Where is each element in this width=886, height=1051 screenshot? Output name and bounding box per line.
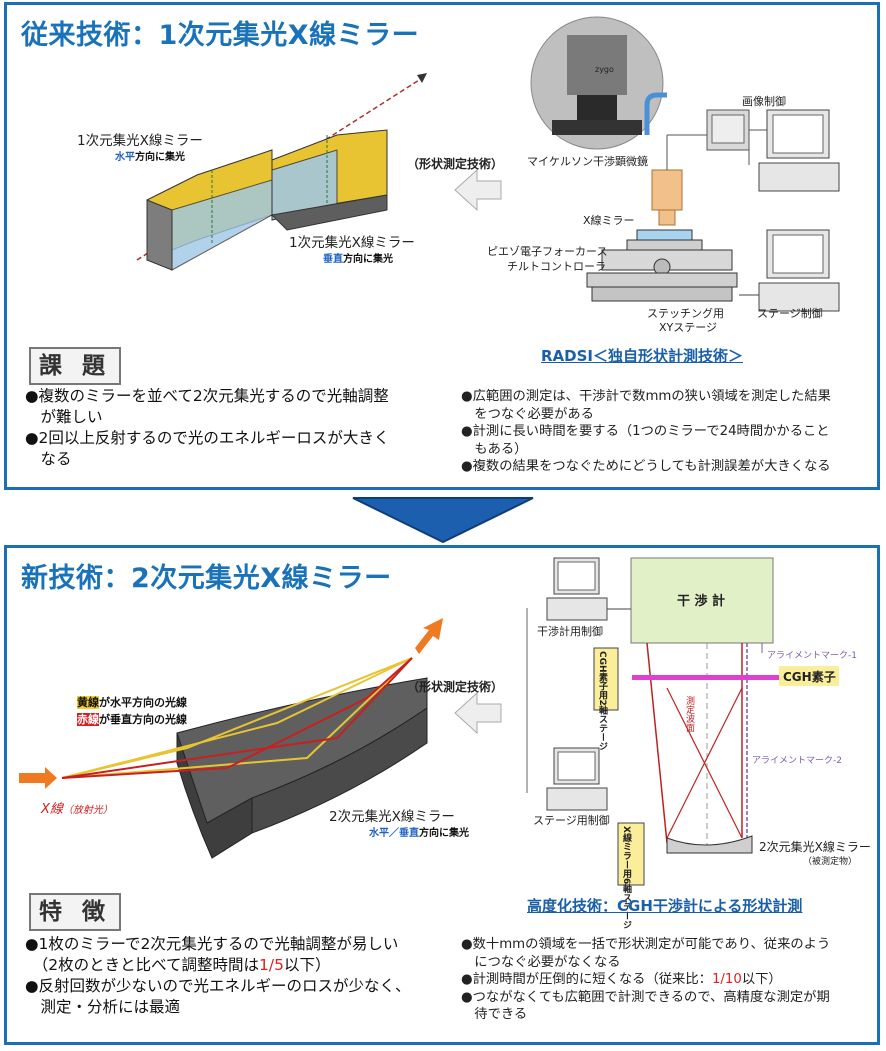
issues-list: ●複数のミラーを並べて2次元集光するので光軸調整 が難しい ●2回以上反射するの… <box>25 387 390 468</box>
panel-conventional: 従来技術：1次元集光X線ミラー <box>4 2 880 490</box>
mirror-2d-label: 2次元集光X線ミラー <box>329 809 455 825</box>
legend-yellow: 黄線が水平方向の光線 <box>77 696 187 709</box>
interferometer-control-label: 干渉計用制御 <box>537 625 603 638</box>
mirror-stage-label: X線ミラー用6軸ステージ <box>621 826 631 930</box>
pc4-body <box>546 787 608 811</box>
image-control-label: 画像制御 <box>742 95 786 108</box>
piezo-label-2: チルトコントローラ <box>507 260 606 273</box>
interferometer-box <box>630 557 774 644</box>
mirror-v-label: 1次元集光X線ミラー <box>289 235 415 251</box>
target-mirror-sub: （被測定物） <box>803 857 858 867</box>
piezo-label-1: ピエゾ電子フォーカース <box>487 245 608 258</box>
red-ray-1 <box>61 657 413 779</box>
photo-body <box>567 35 627 95</box>
measure-arrow <box>454 168 502 212</box>
wave-line-1 <box>646 642 668 844</box>
incoming-xray-arrow <box>19 767 57 789</box>
mirror-h-label: 1次元集光X線ミラー <box>77 133 203 149</box>
align-mark-1-label: アライメントマーク-1 <box>767 651 857 661</box>
mirror-2d-side <box>251 707 428 834</box>
features-list: ●1枚のミラーで2次元集光するので光軸調整が易しい （2枚のときと比べて調整時間… <box>25 935 411 1016</box>
cgh-stage-label: CGH素子用2軸ステージ <box>597 651 607 751</box>
issues-box-label: 課 題 <box>29 347 121 385</box>
panel2-illustration <box>19 557 839 886</box>
stitching-label-2: XYステージ <box>659 321 718 334</box>
legend-red: 赤線が垂直方向の光線 <box>77 713 187 726</box>
target-mirror <box>666 835 753 854</box>
new-tech-notes: ●数十mmの領域を一括で形状測定が可能であり、従来のよう につなぐ必要がなくなる… <box>461 937 831 1022</box>
target-mirror-label: 2次元集光X線ミラー <box>759 840 871 854</box>
cgh-tag <box>779 666 839 686</box>
interferometer-label: 干 渉 計 <box>677 594 726 609</box>
mirror-v-sub: 垂直方向に集光 <box>323 254 393 265</box>
zygo-label: zygo <box>595 65 614 74</box>
xray-mirror-label: X線ミラー <box>583 214 635 227</box>
yellow-ray-2 <box>61 657 413 779</box>
panel-new: 新技術：2次元集光X線ミラー <box>4 545 880 1045</box>
measure-wave-label: 測定波面 <box>684 696 694 732</box>
michelson-head <box>651 169 683 211</box>
align-mark-2-label: アライメントマーク-2 <box>752 756 842 766</box>
photo-base <box>552 120 642 135</box>
xy-stage <box>586 272 738 288</box>
stage-control-label: ステージ制御 <box>757 307 823 320</box>
cgh-element-label: CGH素子 <box>783 670 836 684</box>
transition-arrow <box>352 497 534 544</box>
panel1-illustration <box>136 16 840 312</box>
panel1-caption: RADSI＜独自形状計測技術＞ <box>541 347 743 365</box>
measure-arrow-2 <box>454 691 502 735</box>
photo-lens <box>577 95 617 120</box>
mirror-h-sub: 水平方向に集光 <box>115 152 185 163</box>
yellow-ray-3 <box>61 657 413 779</box>
outgoing-xray-arrow <box>415 618 443 654</box>
mirror-stage-box <box>617 822 645 886</box>
mirror-2d-sub: 水平／垂直方向に集光 <box>369 828 469 839</box>
mirror-h-side <box>146 199 173 271</box>
photo-link-arrow <box>644 92 667 135</box>
mirror-v-bottom <box>270 194 388 231</box>
pc3-body <box>546 597 608 621</box>
pc1-body <box>758 162 840 192</box>
stitching-label-1: ステッチング用 <box>647 307 724 320</box>
down-arrow-icon <box>352 497 534 544</box>
cgh-stage-box <box>593 647 619 711</box>
measure-arrow-label: （形状測定技術） <box>407 157 504 171</box>
conventional-notes: ●広範囲の測定は、干渉計で数mmの狭い領域を測定した結果 をつなぐ必要がある ●… <box>461 389 831 474</box>
xray-mirror-sample <box>636 229 693 241</box>
pc2-body <box>758 282 840 312</box>
michelson-label: マイケルソン干渉顕微鏡 <box>527 155 648 168</box>
measure-arrow-label-2: （形状測定技術） <box>407 680 504 694</box>
features-box-label: 特 徴 <box>29 893 121 931</box>
panel1-title: 従来技術：1次元集光X線ミラー <box>21 20 420 51</box>
xray-label: X線（放射光） <box>41 802 113 817</box>
stage-control-label-2: ステージ用制御 <box>533 814 610 827</box>
panel2-title: 新技術：2次元集光X線ミラー <box>21 563 392 594</box>
beam-arrow-head <box>417 73 427 83</box>
red-ray-2 <box>61 657 413 779</box>
cgh-element <box>632 675 782 680</box>
panel2-caption: 高度化技術：CGH干渉計による形状計測 <box>527 897 803 915</box>
